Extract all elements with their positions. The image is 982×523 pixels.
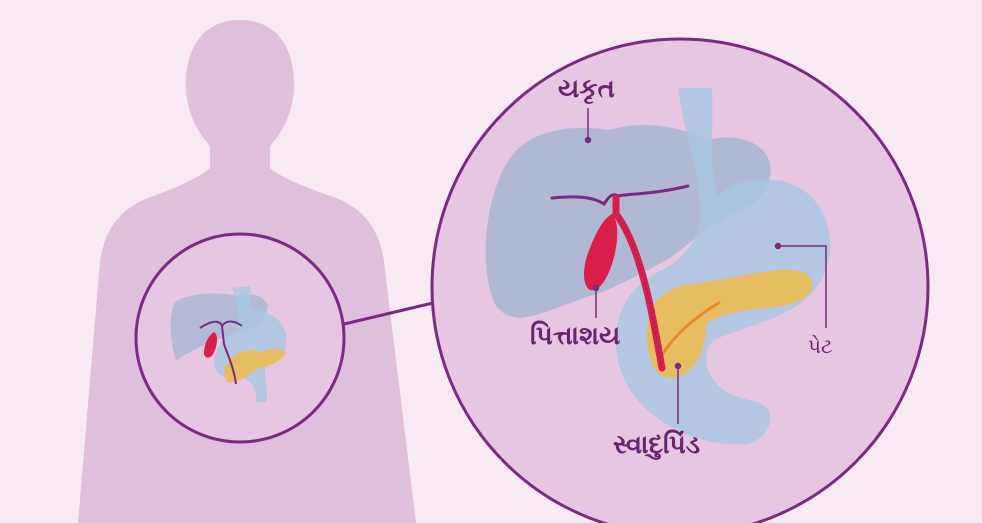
liver-leader-dot — [586, 138, 591, 143]
pancreas-leader-dot — [676, 364, 681, 369]
gallbladder-leader-dot — [594, 286, 599, 291]
pancreas-label: સ્વાદુપિંડ — [613, 432, 700, 458]
liver-label: યકૃત — [558, 76, 615, 102]
stomach-label: પેટ — [808, 336, 833, 356]
small-zoom-circle — [136, 234, 344, 442]
stomach-leader-dot — [776, 244, 781, 249]
gallbladder-label: પિત્તાશય — [530, 323, 620, 349]
